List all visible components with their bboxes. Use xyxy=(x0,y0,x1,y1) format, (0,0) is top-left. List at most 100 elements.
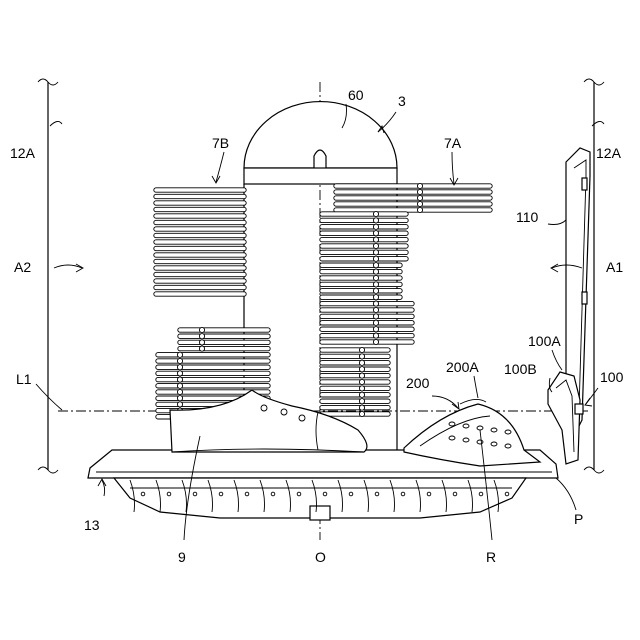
tine xyxy=(156,384,270,388)
tine-knob xyxy=(177,352,182,357)
tine-knob xyxy=(177,365,182,370)
tine xyxy=(320,321,414,325)
tine xyxy=(334,184,492,188)
label-200: 200 xyxy=(406,375,430,391)
tine-knob xyxy=(373,282,378,287)
tine xyxy=(320,386,390,390)
tine-knob xyxy=(373,275,378,280)
tine-knob xyxy=(199,327,204,332)
label-A1: A1 xyxy=(606,259,623,275)
shoe-holder-200 xyxy=(404,399,540,466)
tine xyxy=(154,240,246,244)
tine-knob xyxy=(177,396,182,401)
tine-knob xyxy=(373,263,378,268)
tine-knob xyxy=(359,405,364,410)
tine-knob xyxy=(177,358,182,363)
tine xyxy=(320,399,390,403)
tine xyxy=(154,279,246,283)
tine xyxy=(320,361,390,365)
tine xyxy=(320,225,408,229)
tine xyxy=(154,227,246,231)
tine xyxy=(320,250,408,254)
tine-knob xyxy=(417,183,422,188)
tine xyxy=(320,333,414,337)
tine-knob xyxy=(359,360,364,365)
tine-knob xyxy=(373,333,378,338)
tine-knob xyxy=(373,339,378,344)
tine xyxy=(156,377,270,381)
tine xyxy=(320,301,414,305)
tine-knob xyxy=(417,207,422,212)
tine-knob xyxy=(359,411,364,416)
tine xyxy=(178,346,270,350)
tine-knob xyxy=(359,399,364,404)
label-12A-left: 12A xyxy=(10,145,36,161)
tine xyxy=(154,194,246,198)
tine xyxy=(320,237,408,241)
label-60: 60 xyxy=(348,87,364,103)
label-9: 9 xyxy=(178,549,186,565)
tine-knob xyxy=(199,334,204,339)
tine xyxy=(320,231,408,235)
tine-knob xyxy=(199,340,204,345)
tine xyxy=(320,367,390,371)
tine-knob xyxy=(177,371,182,376)
tine xyxy=(154,220,246,224)
tine xyxy=(320,218,408,222)
tine-knob xyxy=(373,256,378,261)
tine-knob xyxy=(373,269,378,274)
tine xyxy=(154,259,246,263)
tine-knob xyxy=(373,288,378,293)
tine xyxy=(320,340,414,344)
tine xyxy=(320,393,390,397)
tine xyxy=(320,244,408,248)
tine xyxy=(320,295,402,299)
tine-knob xyxy=(359,347,364,352)
label-110: 110 xyxy=(516,209,539,225)
label-200A: 200A xyxy=(446,359,479,375)
tine xyxy=(320,380,390,384)
tine xyxy=(178,334,270,338)
tine xyxy=(320,263,402,267)
label-R: R xyxy=(486,549,496,565)
tine-knob xyxy=(177,383,182,388)
tine xyxy=(320,269,402,273)
tine xyxy=(320,308,414,312)
tine-knob xyxy=(359,392,364,397)
tine xyxy=(320,289,402,293)
tine xyxy=(156,365,270,369)
tine-knob xyxy=(177,402,182,407)
tine-knob xyxy=(373,243,378,248)
tine xyxy=(320,348,390,352)
label-12A-right: 12A xyxy=(596,145,622,161)
tine-knob xyxy=(177,377,182,382)
tine xyxy=(154,253,246,257)
tine-knob xyxy=(359,379,364,384)
tine xyxy=(154,201,246,205)
tine xyxy=(320,405,390,409)
tine xyxy=(154,292,246,296)
rack-7B xyxy=(154,188,270,420)
tine-knob xyxy=(359,367,364,372)
tine-knob xyxy=(359,373,364,378)
tine xyxy=(320,282,402,286)
tine xyxy=(320,373,390,377)
tine-knob xyxy=(417,201,422,206)
label-100: 100 xyxy=(600,369,624,385)
tine-knob xyxy=(359,386,364,391)
tine-knob xyxy=(373,295,378,300)
tine xyxy=(178,340,270,344)
tine xyxy=(320,212,408,216)
dome-60 xyxy=(244,102,397,170)
tine xyxy=(154,188,246,192)
tine-knob xyxy=(199,346,204,351)
tine xyxy=(154,207,246,211)
label-P: P xyxy=(574,511,583,527)
tine-knob xyxy=(417,189,422,194)
label-3: 3 xyxy=(398,93,406,109)
tine xyxy=(154,272,246,276)
label-O: O xyxy=(315,549,326,565)
tine-knob xyxy=(373,218,378,223)
tine xyxy=(154,214,246,218)
tine xyxy=(320,257,408,261)
